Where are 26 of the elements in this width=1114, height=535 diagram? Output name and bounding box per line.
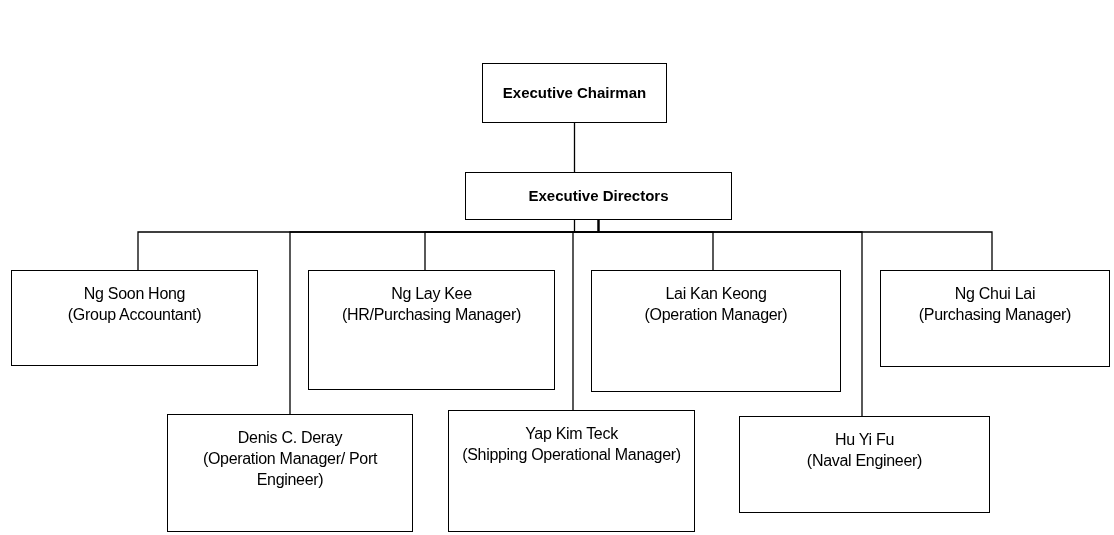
person-name: Hu Yi Fu xyxy=(835,430,894,450)
job-title: (Group Accountant) xyxy=(67,305,202,325)
job-title: (Shipping Operational Manager) xyxy=(462,445,681,465)
org-box xyxy=(448,410,695,532)
person-name: Ng Chui Lai xyxy=(954,284,1036,304)
org-box xyxy=(591,270,841,392)
org-box xyxy=(482,63,667,123)
person-name: Ng Soon Hong xyxy=(83,284,186,304)
person-name: Lai Kan Keong xyxy=(665,284,767,304)
org-box xyxy=(11,270,258,366)
job-title: (HR/Purchasing Manager) xyxy=(342,305,521,325)
job-title: (Operation Manager) xyxy=(644,305,788,325)
job-title: (Operation Manager/ Port Engineer) xyxy=(201,449,379,490)
org-box xyxy=(880,270,1110,367)
person-name: Yap Kim Teck xyxy=(525,424,618,444)
org-box xyxy=(308,270,555,390)
org-box xyxy=(167,414,413,532)
box-title: Executive Chairman xyxy=(502,83,647,103)
job-title: (Naval Engineer) xyxy=(806,451,923,471)
connector-line xyxy=(597,219,863,417)
job-title: (Purchasing Manager) xyxy=(918,305,1072,325)
person-name: Ng Lay Kee xyxy=(391,284,472,304)
box-title: Executive Directors xyxy=(528,186,669,206)
org-box xyxy=(739,416,990,513)
org-box xyxy=(465,172,732,220)
person-name: Denis C. Deray xyxy=(237,428,343,448)
